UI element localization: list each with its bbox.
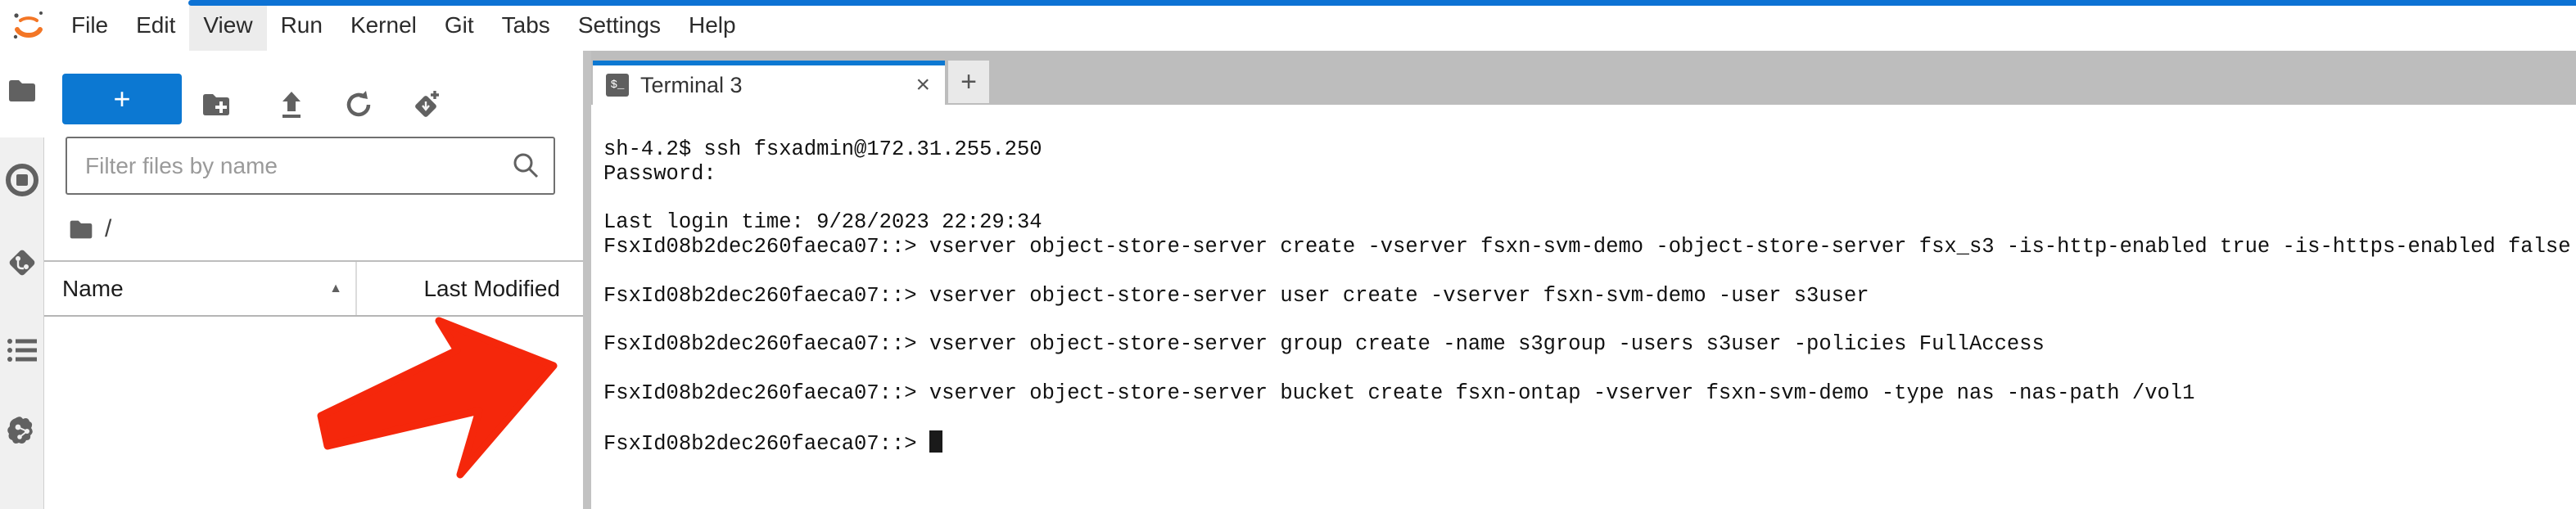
extensions-icon <box>6 415 38 448</box>
top-blue-bar <box>188 0 2576 6</box>
terminal-line <box>603 187 2576 211</box>
folder-icon <box>7 79 37 103</box>
upload-button[interactable] <box>273 87 310 123</box>
terminal-line: Password: <box>603 161 716 186</box>
column-header-last-modified[interactable]: Last Modified <box>423 275 560 301</box>
new-folder-button[interactable] <box>198 87 234 123</box>
menu-item-settings[interactable]: Settings <box>577 12 661 38</box>
menu-item-help[interactable]: Help <box>688 12 736 38</box>
new-launcher-button[interactable]: + <box>62 74 182 124</box>
breadcrumb-folder-icon <box>69 219 93 240</box>
file-list-header: Name ▲ Last Modified <box>44 260 583 317</box>
breadcrumb[interactable]: / <box>69 211 111 247</box>
filter-files-box <box>66 137 555 195</box>
terminal-line <box>603 309 2576 333</box>
menu-item-run[interactable]: Run <box>280 12 323 38</box>
terminal-line: FsxId08b2dec260faeca07::> vserver object… <box>603 332 2045 357</box>
tab-terminal-3[interactable]: $_ Terminal 3 × <box>593 61 945 105</box>
terminal-line: Last login time: 9/28/2023 22:29:34 <box>603 210 1042 235</box>
terminal-line: FsxId08b2dec260faeca07::> vserver object… <box>603 381 2195 405</box>
search-icon <box>511 151 540 180</box>
terminal-line <box>603 259 2576 284</box>
menu-item-edit[interactable]: Edit <box>136 12 176 38</box>
sort-ascending-icon: ▲ <box>329 281 342 295</box>
terminal-prompt: FsxId08b2dec260faeca07::> <box>603 431 929 456</box>
terminal-line: sh-4.2$ ssh fsxadmin@172.31.255.250 <box>603 137 1042 161</box>
git-clone-icon <box>409 88 442 121</box>
menu-bar: File Edit View Run Kernel Git Tabs Setti… <box>0 0 2576 51</box>
git-tab[interactable] <box>0 242 44 283</box>
menu-item-kernel[interactable]: Kernel <box>350 12 417 38</box>
terminal-line: FsxId08b2dec260faeca07::> vserver object… <box>603 235 2571 259</box>
terminal-prompt-line: FsxId08b2dec260faeca07::> <box>603 430 2576 456</box>
file-browser-tab[interactable] <box>0 70 44 111</box>
new-folder-icon <box>201 92 231 117</box>
column-name-label: Name <box>62 275 124 301</box>
close-tab-icon[interactable]: × <box>915 71 930 98</box>
running-sessions-icon <box>6 164 38 196</box>
column-divider <box>355 262 357 315</box>
refresh-icon <box>344 90 373 119</box>
filter-files-input[interactable] <box>67 138 554 193</box>
refresh-button[interactable] <box>341 87 377 123</box>
file-browser-panel: + <box>44 51 583 509</box>
menu-item-tabs[interactable]: Tabs <box>501 12 550 38</box>
menu-item-file[interactable]: File <box>71 12 109 38</box>
terminal-line <box>603 357 2576 381</box>
terminal-output[interactable]: sh-4.2$ ssh fsxadmin@172.31.255.250 Pass… <box>591 105 2576 509</box>
panel-splitter[interactable] <box>583 51 591 509</box>
left-sidebar-lower <box>0 137 44 509</box>
menu-items: File Edit View Run Kernel Git Tabs Setti… <box>57 0 750 51</box>
upload-icon <box>278 90 305 119</box>
list-icon <box>7 337 38 363</box>
table-of-contents-tab[interactable] <box>0 330 44 371</box>
new-tab-button[interactable]: + <box>948 61 989 103</box>
extensions-tab[interactable] <box>0 411 44 452</box>
menu-item-view[interactable]: View <box>189 0 267 51</box>
terminal-icon: $_ <box>606 74 629 97</box>
main-dock-panel: $_ Terminal 3 × + sh-4.2$ ssh fsxadmin@1… <box>591 51 2576 509</box>
dock-tab-bar: $_ Terminal 3 × + <box>591 51 2576 105</box>
running-kernels-tab[interactable] <box>0 160 44 200</box>
menu-item-git[interactable]: Git <box>444 12 474 38</box>
terminal-line: FsxId08b2dec260faeca07::> vserver object… <box>603 283 1869 308</box>
jupyter-logo <box>0 0 57 51</box>
tab-label: Terminal 3 <box>640 72 743 97</box>
column-header-name[interactable]: Name ▲ <box>44 276 355 302</box>
terminal-line <box>603 406 2576 430</box>
git-icon <box>6 246 38 279</box>
git-clone-button[interactable] <box>408 87 444 123</box>
breadcrumb-root[interactable]: / <box>105 215 112 242</box>
terminal-cursor <box>929 430 942 453</box>
left-sidebar <box>0 51 44 509</box>
